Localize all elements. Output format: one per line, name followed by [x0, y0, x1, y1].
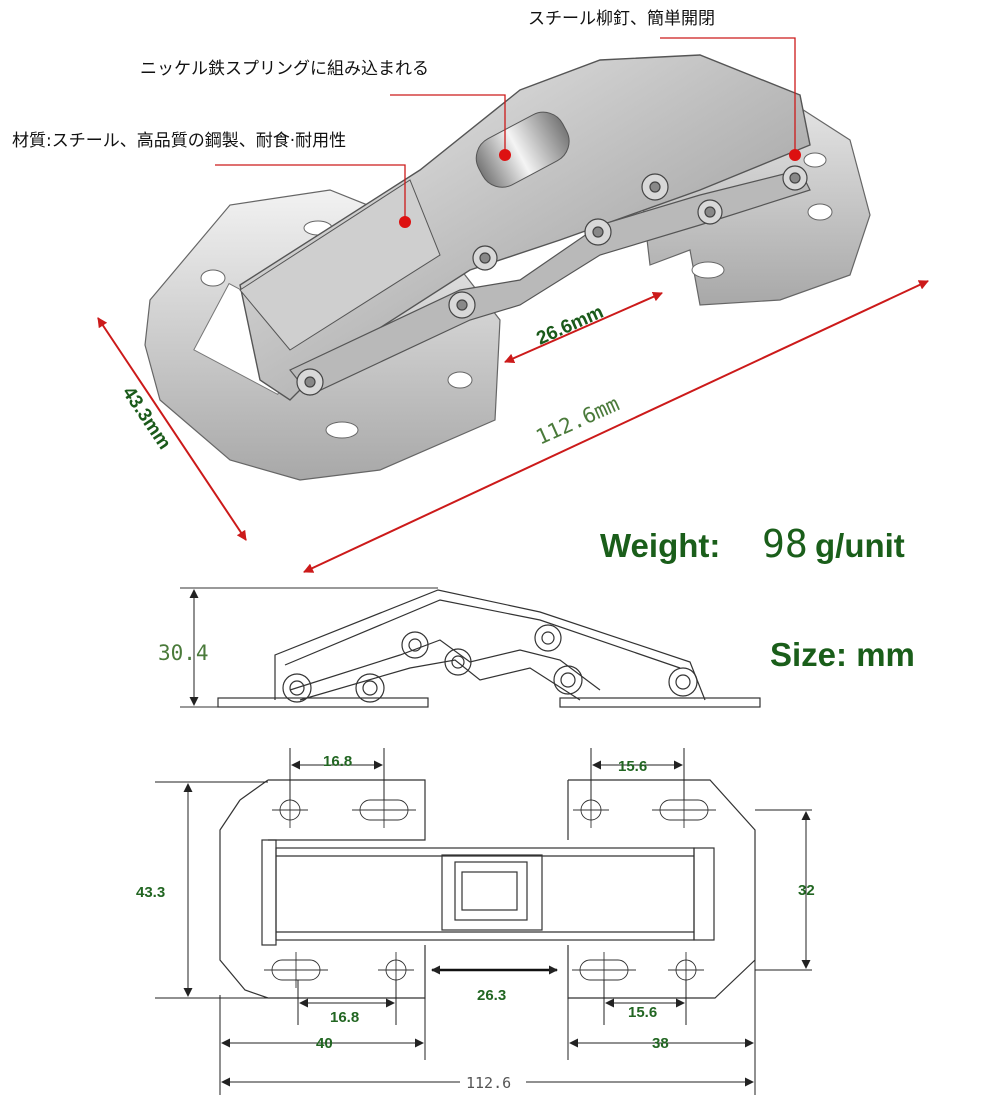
weight-unit: g/unit	[815, 527, 905, 564]
left-holes-bottom-label: 16.8	[330, 1009, 359, 1026]
material-callout: 材質:スチール、高品質の鋼製、耐食·耐用性	[12, 131, 346, 151]
right-plate-label: 38	[652, 1035, 669, 1052]
overall-length-bg	[460, 1073, 526, 1091]
rivet-callout: スチール柳釘、簡単開閉	[528, 9, 715, 29]
left-plate-label: 40	[316, 1035, 333, 1052]
center-gap-label: 26.3	[477, 987, 506, 1004]
right-holes-top-label: 15.6	[618, 758, 647, 775]
size-label: Size: mm	[770, 636, 915, 673]
hinge-photo	[144, 54, 871, 481]
callout-leaders	[215, 37, 801, 228]
overall-length-label: 112.6	[466, 1074, 511, 1092]
weight-value: 98	[762, 522, 808, 566]
overall-height-label: 43.3	[136, 884, 165, 901]
right-holes-bottom-label: 15.6	[628, 1004, 657, 1021]
side-view-drawing	[180, 587, 761, 708]
photo-gap-label: 26.6mm	[533, 302, 606, 350]
right-span-label: 32	[798, 882, 815, 899]
side-height-label: 30.4	[158, 641, 209, 665]
top-view-drawing	[155, 748, 812, 1095]
photo-dim-arrows	[97, 280, 929, 573]
left-holes-top-label: 16.8	[323, 753, 352, 770]
spring-callout: ニッケル鉄スプリングに組み込まれる	[140, 59, 429, 79]
weight-label: Weight:	[600, 527, 720, 564]
photo-length-label: 112.6mm	[532, 392, 623, 450]
